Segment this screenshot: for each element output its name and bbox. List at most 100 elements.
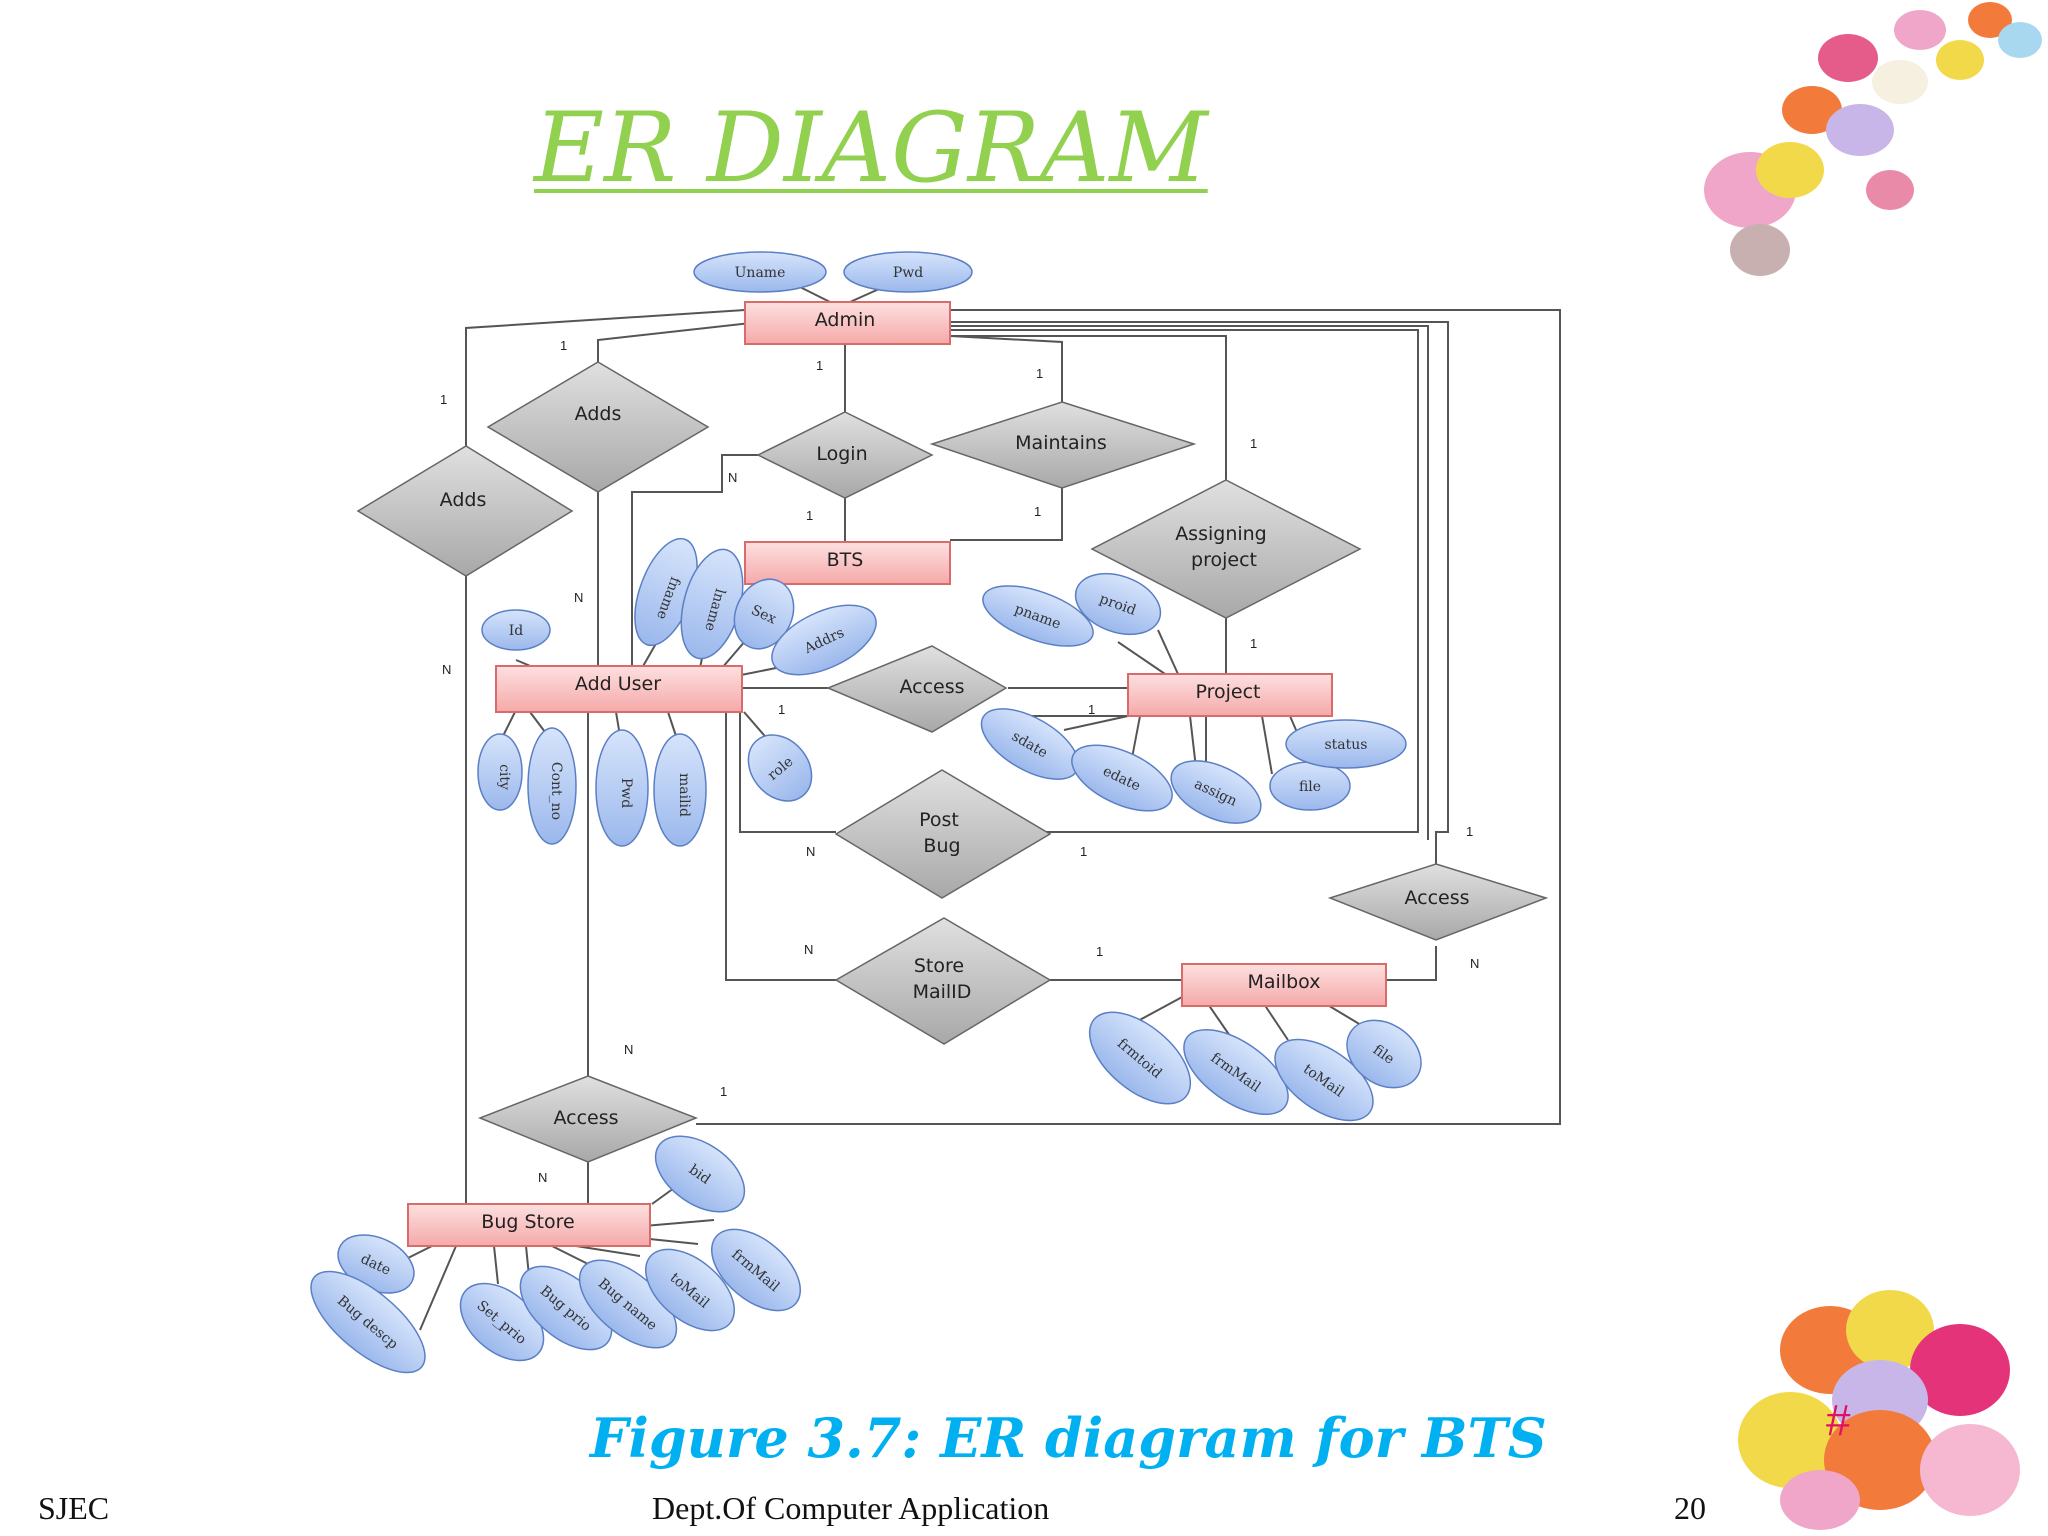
attribute-label: Pwd (893, 265, 923, 281)
relationship-label: Post Bug (919, 809, 965, 857)
attribute-file-proj: file (1269, 761, 1351, 811)
attribute-ellipse (1074, 572, 1162, 636)
candy-eggs-bottom-right (1738, 1290, 2020, 1530)
entity-label: Add User (575, 673, 661, 695)
cardinality-label: 1 (806, 508, 813, 523)
relationship-label-line: project (1191, 549, 1257, 571)
entity-bts: BTS (744, 541, 951, 585)
attribute-sdate: sdate (980, 708, 1080, 780)
entity-bug-store: Bug Store (407, 1203, 651, 1247)
attribute-ellipse (1088, 1011, 1192, 1105)
attribute-role: role (747, 734, 813, 802)
attribute-ellipse (1346, 1019, 1422, 1089)
attribute-label: Uname (735, 265, 786, 281)
attribute-mailid: mailid (653, 733, 707, 847)
attribute-proid: proid (1074, 572, 1162, 636)
slide-title: ER DIAGRAM (534, 92, 1208, 204)
cardinality-label: 1 (1096, 944, 1103, 959)
figure-caption: Figure 3.7: ER diagram for BTS (590, 1406, 1547, 1470)
attribute-ellipse (654, 1135, 746, 1213)
hash-mark: # (1826, 1396, 1851, 1445)
relationship-label: Adds (440, 489, 487, 511)
attribute-ellipse (747, 734, 813, 802)
relationship-store-mailid: Store MailID (834, 917, 1052, 1045)
entity-project: Project (1127, 673, 1333, 717)
relationship-access-2: Access (1327, 863, 1549, 941)
attribute-status: status (1285, 719, 1407, 769)
cardinality-label: 1 (1250, 436, 1257, 451)
attribute-bugdescp: Bug descp (310, 1270, 426, 1374)
cardinality-label: 1 (440, 392, 447, 407)
cardinality-label: N (574, 590, 583, 605)
relationship-label: Access (553, 1107, 618, 1129)
attribute-label: mailid (676, 773, 692, 817)
attribute-ellipse (527, 727, 577, 845)
attribute-ellipse (644, 1248, 736, 1332)
relationship-label-line: Assigning (1175, 523, 1267, 545)
attribute-id: Id (481, 609, 551, 651)
cardinality-label: N (1470, 956, 1479, 971)
relationship-label: Assigning project (1175, 523, 1273, 571)
entity-mailbox: Mailbox (1181, 963, 1387, 1007)
attribute-uname: Uname (693, 251, 827, 293)
relationship-label: Maintains (1015, 432, 1107, 454)
relationship-post-bug: Post Bug (834, 769, 1052, 899)
attribute-ellipse (1071, 744, 1173, 812)
relationship-access-3: Access (477, 1075, 699, 1163)
entity-admin: Admin (744, 301, 951, 345)
attribute-edate: edate (1071, 744, 1173, 812)
attribute-city: city (477, 733, 523, 811)
entity-label: Project (1195, 681, 1260, 703)
entity-label: BTS (827, 549, 864, 571)
entity-label: Mailbox (1248, 971, 1321, 993)
entity-label: Admin (815, 309, 876, 331)
relationship-assigning-project: Assigning project (1090, 479, 1362, 619)
cardinality-label: 1 (560, 338, 567, 353)
cardinality-label: N (806, 844, 815, 859)
attribute-ellipse (310, 1270, 426, 1374)
cardinality-label: N (538, 1170, 547, 1185)
attribute-ellipse (771, 604, 877, 676)
relationship-label: Store MailID (913, 955, 972, 1003)
cardinality-label: N (728, 470, 737, 485)
cardinality-label: 1 (816, 358, 823, 373)
cardinality-label: 1 (1250, 636, 1257, 651)
cardinality-label: 1 (1466, 824, 1473, 839)
attribute-ellipse (1183, 1028, 1289, 1116)
attribute-frmmail-bs: frmMail (710, 1228, 802, 1312)
attribute-ellipse (481, 609, 551, 651)
attribute-ellipse (1274, 1038, 1374, 1122)
attribute-ellipse (1170, 760, 1262, 824)
relationship-access-1: Access (826, 645, 1008, 733)
attribute-tomail-mb: toMail (1274, 1038, 1374, 1122)
entity-add-user: Add User (495, 665, 743, 713)
attribute-tomail-bs: toMail (644, 1248, 736, 1332)
attribute-sex: Sex (733, 578, 795, 650)
attribute-bid: bid (654, 1135, 746, 1213)
attribute-ellipse (710, 1228, 802, 1312)
attribute-ellipse (982, 585, 1094, 647)
relationship-adds-2: Adds (486, 361, 710, 493)
footer-page-number: 20 (1674, 1490, 1706, 1526)
attribute-assign: assign (1170, 760, 1262, 824)
relationship-login: Login (756, 411, 934, 499)
attribute-ellipse (653, 733, 707, 847)
attribute-ellipse (843, 251, 973, 293)
attribute-ellipse (693, 251, 827, 293)
footer-org: SJEC (38, 1490, 110, 1526)
attribute-pwd-admin: Pwd (843, 251, 973, 293)
attribute-ellipse (459, 1282, 545, 1362)
attribute-ellipse (477, 733, 523, 811)
relationship-maintains: Maintains (929, 401, 1197, 489)
attribute-setprio: Set_prio (459, 1282, 545, 1362)
relationship-adds-1: Adds (356, 445, 574, 577)
cardinality-label: 1 (1080, 844, 1087, 859)
cardinality-label: 1 (720, 1084, 727, 1099)
cardinality-label: N (442, 662, 451, 677)
cardinality-label: 1 (1088, 702, 1095, 717)
attribute-addrs: Addrs (771, 604, 877, 676)
